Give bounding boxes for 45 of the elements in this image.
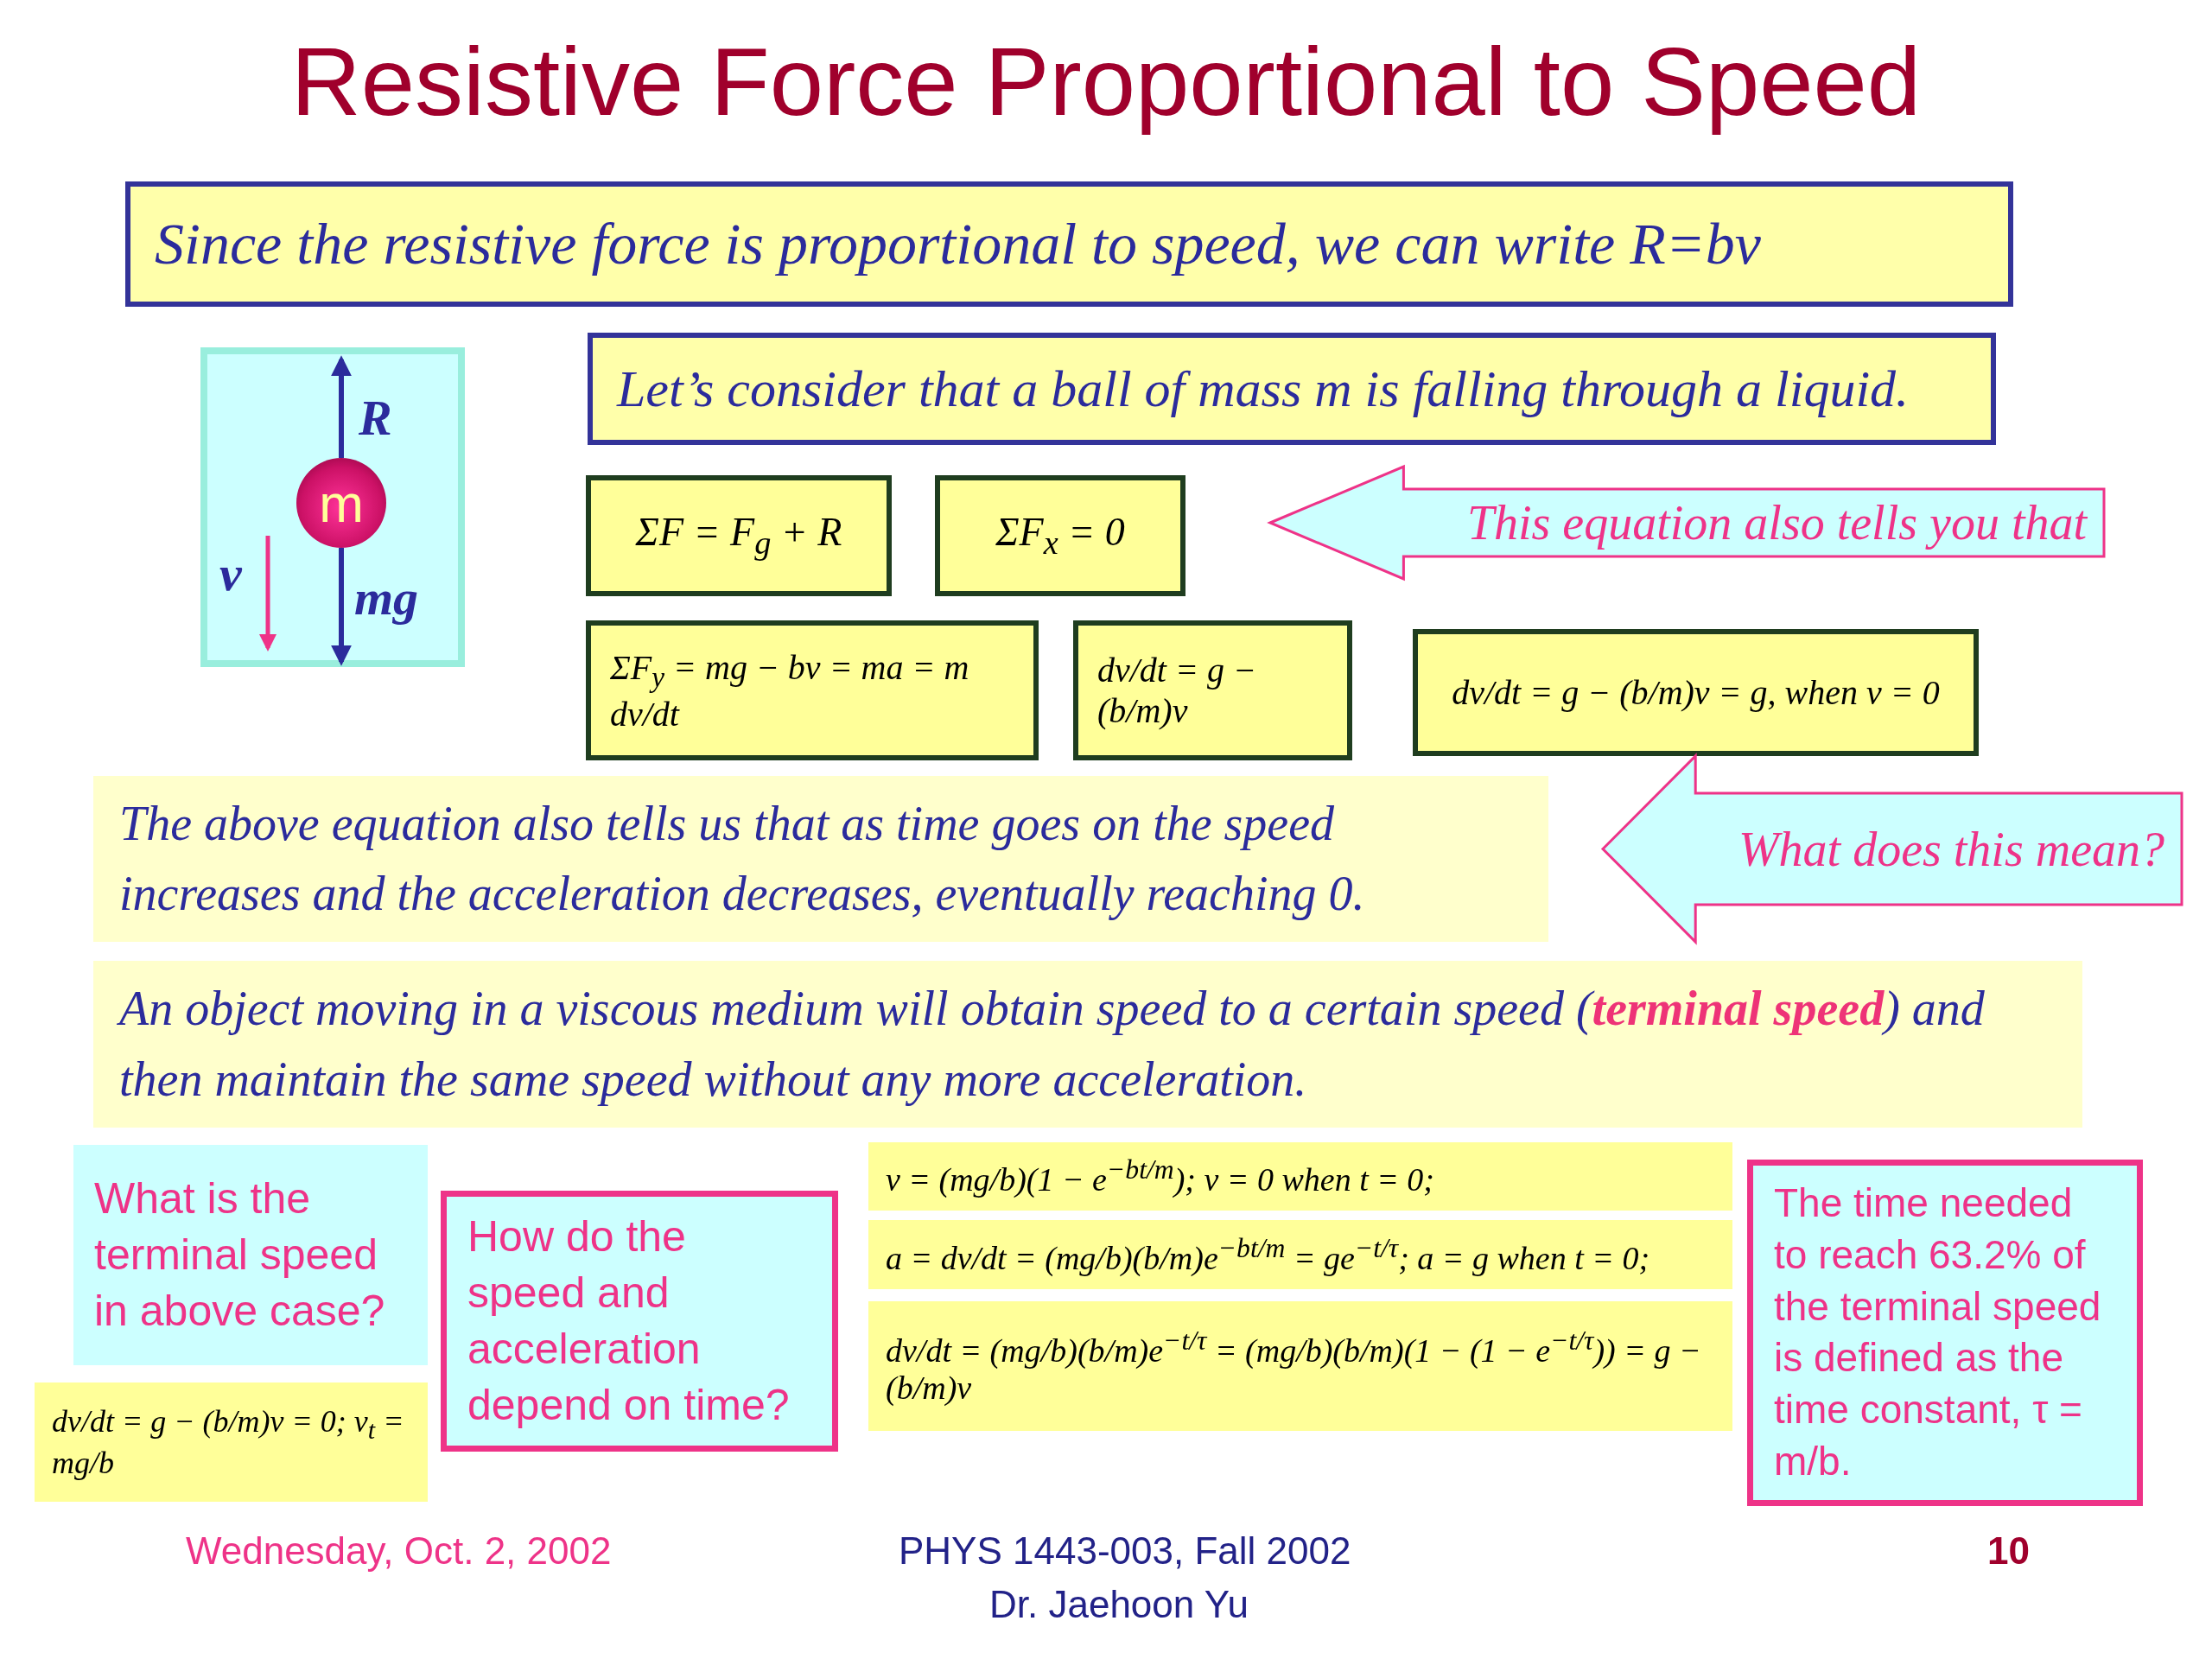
note-box: [441, 1191, 838, 1452]
page-number: 10: [1987, 1529, 2030, 1573]
force-arrow: [331, 548, 352, 666]
date-text: Wednesday, Oct. 2, 2002: [186, 1529, 612, 1573]
equation-box: [586, 620, 1039, 760]
equation: a = dv/dt = (mg/b)(b/m)e$^{−bt/m}$ = ge$^{−t/τ}$; a = g when t = 0;: [886, 1232, 1650, 1277]
statement-text: Let’s consider that a ball of mass m is falling through a liquid.: [617, 359, 1910, 419]
equation-box: [868, 1142, 1732, 1211]
question-panel: [73, 1145, 428, 1365]
equation-box: [1413, 629, 1979, 756]
equation-box: [586, 475, 892, 596]
equation-box: [868, 1220, 1732, 1289]
edge-label: R: [359, 389, 392, 447]
equation: dv/dt = g − (b/m)v: [1097, 650, 1257, 731]
mass-label: m: [319, 472, 364, 534]
statement-box: [588, 333, 1996, 445]
note-text: How do the speed and acceleration depend on time?: [467, 1211, 791, 1431]
slide-title: Resistive Force Proportional to Speed: [289, 27, 1923, 137]
equation-box: [1073, 620, 1352, 760]
equation: v = (mg/b)(1 − e$^{−bt/m}$); v = 0 when t = 0;: [886, 1154, 1435, 1198]
callout-text: This equation also tells you that: [1466, 495, 2087, 550]
equation: ΣF = F$_{g}$ + R: [635, 509, 842, 563]
statement-text: Since the resistive force is proportional to speed, we can write R=bv: [155, 210, 1761, 278]
velocity-label: v: [219, 544, 242, 602]
note-panel: [93, 776, 1548, 942]
equation: ΣF$_{x}$ = 0: [995, 509, 1125, 563]
author-text: Dr. Jaehoon Yu: [989, 1583, 1249, 1626]
force-arrow: [331, 355, 352, 458]
note-text: The above equation also tells us that as time goes on the speed increases and the acceleration decreases, eventually reaching 0.: [119, 795, 1366, 922]
statement-box: [125, 181, 2013, 307]
note-text: The time needed to reach 63.2% of the terminal speed is defined as the time constant, τ = m/b.: [1774, 1179, 2102, 1485]
note-panel: [93, 961, 2082, 1128]
equation: dv/dt = g − (b/m)v = g, when v = 0: [1452, 672, 1940, 713]
edge-label: mg: [354, 569, 419, 626]
course-text: PHYS 1443-003, Fall 2002: [899, 1529, 1351, 1573]
free-body-diagram-panel: [200, 347, 465, 667]
equation: ΣF$_{y}$ = mg − bv = ma = m dv/dt: [610, 646, 970, 734]
callout-text: What does this mean?: [1738, 821, 2164, 877]
equation: dv/dt = (mg/b)(b/m)e$^{−t/τ}$ = (mg/b)(b/m)(1 − (1 − e$^{−t/τ}$)) = g − (b/m)v: [886, 1325, 1702, 1408]
equation-box: [868, 1301, 1732, 1431]
question-text: What is the terminal speed in above case?: [94, 1173, 386, 1337]
equation-box: [35, 1382, 428, 1502]
note-box: [1747, 1160, 2143, 1506]
equation: dv/dt = g − (b/m)v = 0; v$_{t}$ = mg/b: [52, 1402, 405, 1482]
equation-box: [935, 475, 1185, 596]
